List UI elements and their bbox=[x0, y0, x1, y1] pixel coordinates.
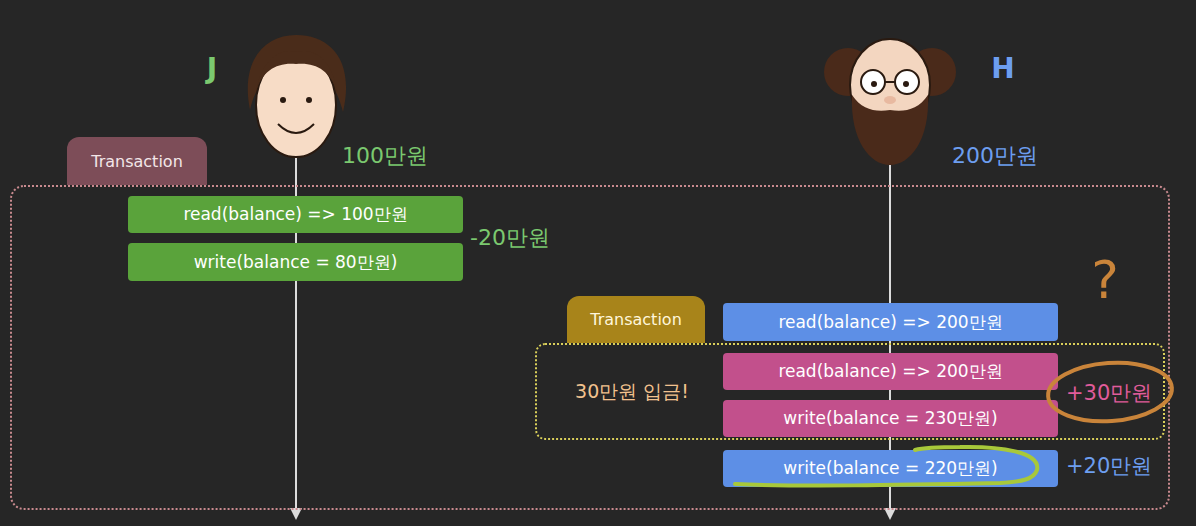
transaction-title: Transaction bbox=[91, 152, 183, 171]
amount-change: +30만원 bbox=[1066, 381, 1152, 405]
label-wrap: +20만원 bbox=[1066, 452, 1152, 480]
label-wrap: ? bbox=[1045, 250, 1165, 310]
amount-change: -20만원 bbox=[470, 225, 550, 250]
operation-box: write(balance = 80만원) bbox=[128, 243, 463, 281]
green-scribble bbox=[735, 447, 1037, 486]
label-wrap: 100만원 bbox=[342, 141, 428, 171]
balance-amount: 100만원 bbox=[342, 143, 428, 168]
operation-text: read(balance) => 200만원 bbox=[778, 311, 1002, 334]
operation-text: write(balance = 220만원) bbox=[783, 457, 997, 480]
operation-text: read(balance) => 200만원 bbox=[778, 360, 1002, 383]
transaction-tab: Transaction bbox=[67, 137, 207, 185]
balance-amount: 200만원 bbox=[952, 143, 1038, 168]
label-wrap: J bbox=[152, 52, 272, 85]
operation-text: read(balance) => 100만원 bbox=[183, 203, 407, 226]
label-wrap: -20만원 bbox=[470, 223, 550, 253]
operation-box: write(balance = 220만원) bbox=[723, 450, 1058, 487]
label-wrap: H bbox=[943, 52, 1063, 85]
operation-box: read(balance) => 100만원 bbox=[128, 196, 463, 233]
transaction-tab: Transaction bbox=[567, 296, 705, 343]
transaction-title: Transaction bbox=[590, 310, 682, 329]
face-h bbox=[824, 39, 956, 165]
operation-text: write(balance = 230만원) bbox=[783, 407, 997, 430]
person-name: H bbox=[991, 52, 1014, 85]
face-j bbox=[248, 35, 346, 157]
label-wrap: +30만원 bbox=[1066, 379, 1152, 407]
operation-box: write(balance = 230만원) bbox=[723, 400, 1058, 437]
label-wrap: 200만원 bbox=[952, 141, 1038, 171]
deposit-note: 30만원 입금! bbox=[575, 379, 689, 405]
transaction-region: Transaction read(balance) => 100만원 write(b… bbox=[10, 185, 1170, 510]
person-name: J bbox=[207, 52, 217, 85]
operation-box: read(balance) => 200만원 bbox=[723, 303, 1058, 341]
orange-circle bbox=[1046, 359, 1174, 426]
operation-text: write(balance = 80만원) bbox=[194, 251, 398, 274]
operation-box: read(balance) => 200만원 bbox=[723, 353, 1058, 390]
question-mark: ? bbox=[1091, 250, 1119, 310]
amount-change: +20만원 bbox=[1066, 454, 1152, 478]
note-area: 30만원 입금! bbox=[547, 345, 717, 438]
